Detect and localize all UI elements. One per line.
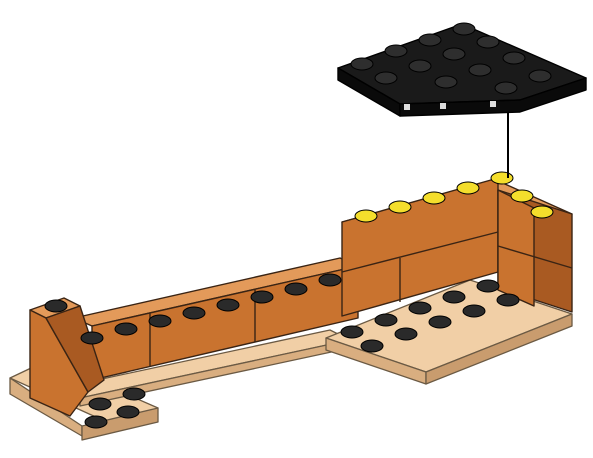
black-wedge-plate bbox=[338, 23, 586, 116]
